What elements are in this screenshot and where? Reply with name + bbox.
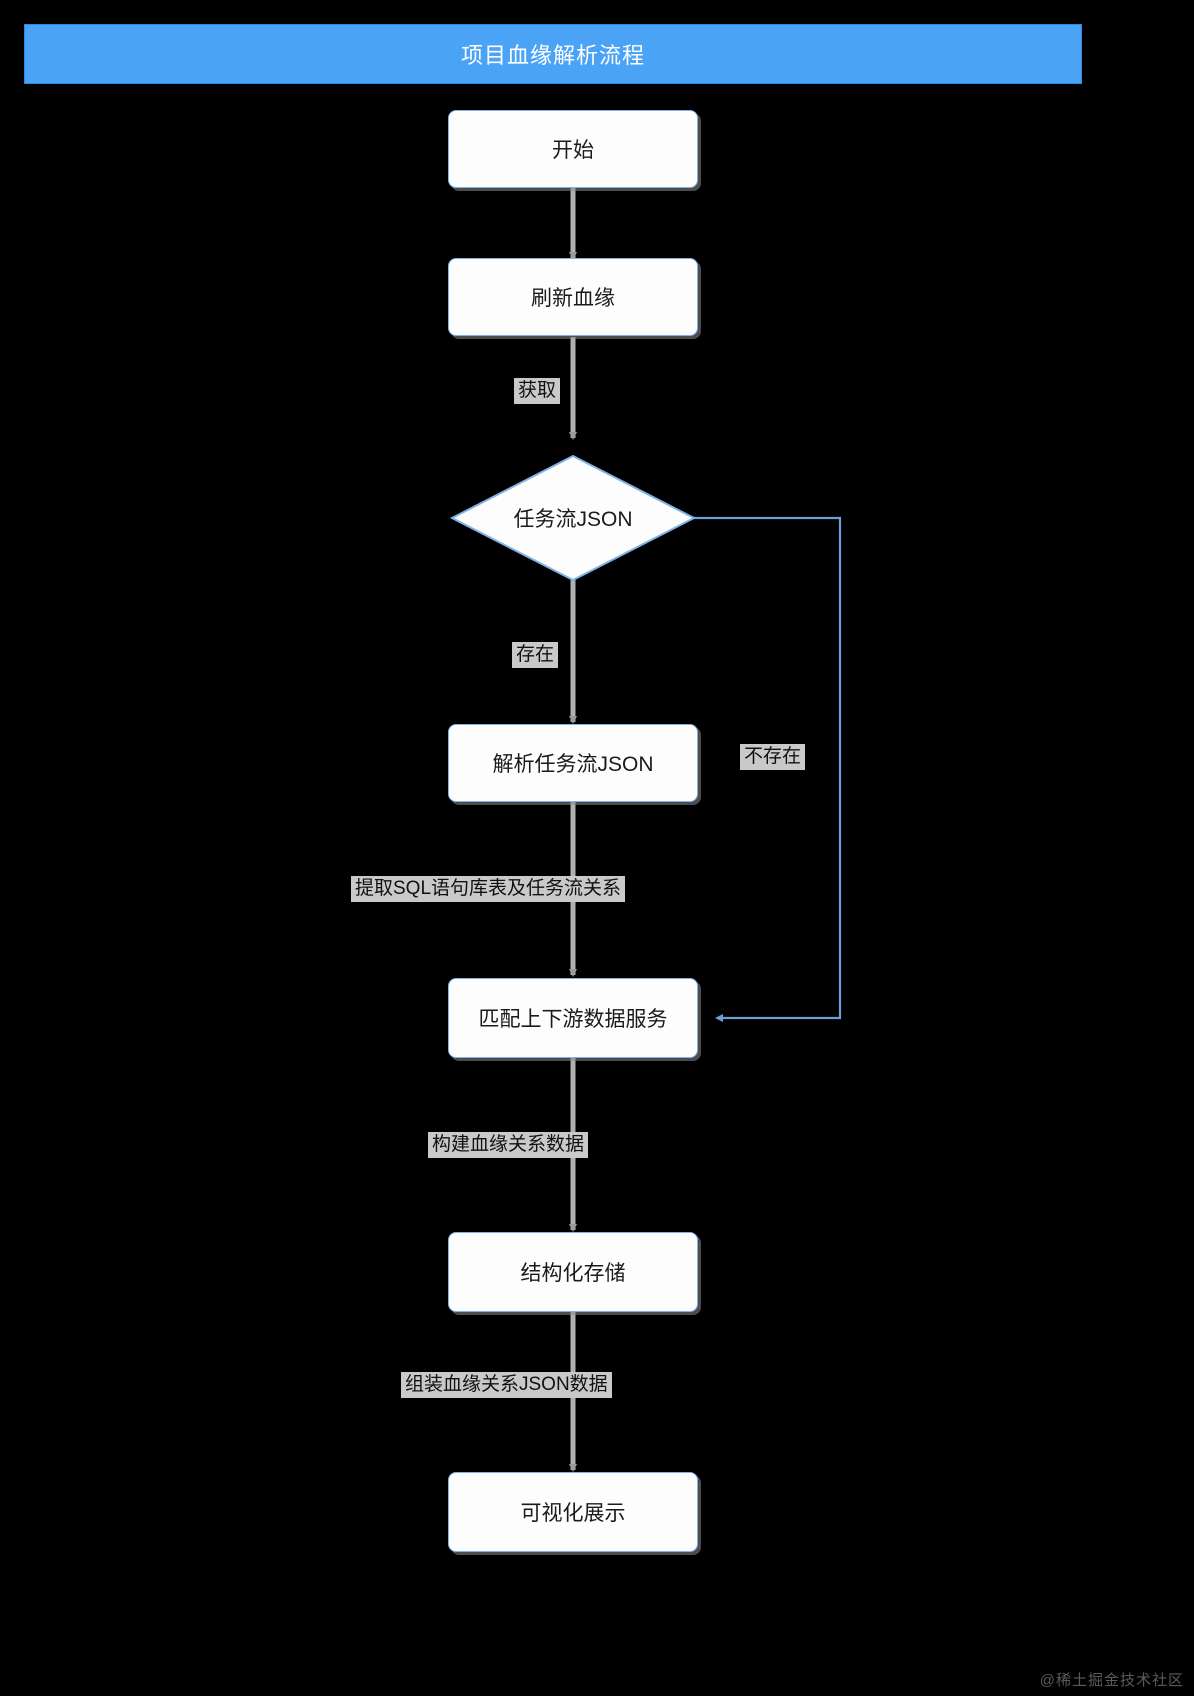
node-match-label: 匹配上下游数据服务 [478, 1008, 668, 1031]
node-start-label: 开始 [552, 139, 594, 162]
node-parse-label: 解析任务流JSON [492, 753, 654, 776]
edge-label-exists: 存在 [512, 642, 559, 668]
page-title: 项目血缘解析流程 [24, 24, 1082, 84]
edge-label-build-lineage: 构建血缘关系数据 [428, 1132, 589, 1158]
node-refresh-label: 刷新血缘 [531, 287, 615, 310]
node-match[interactable]: 匹配上下游数据服务 [448, 978, 698, 1058]
watermark: @稀土掘金技术社区 [1039, 1672, 1184, 1689]
edge-taskjson-match-branch [634, 516, 842, 1022]
edge-label-fetch: 获取 [514, 378, 561, 404]
node-taskjson-label: 任务流JSON [513, 508, 633, 531]
node-refresh[interactable]: 刷新血缘 [448, 258, 698, 336]
edge-label-assemble-json: 组装血缘关系JSON数据 [401, 1372, 612, 1398]
node-visual[interactable]: 可视化展示 [448, 1472, 698, 1552]
node-visual-label: 可视化展示 [520, 1502, 626, 1525]
node-taskjson[interactable]: 任务流JSON [448, 452, 698, 584]
diamond-shape [449, 454, 697, 582]
node-parse[interactable]: 解析任务流JSON [448, 724, 698, 802]
edge-label-extract-sql: 提取SQL语句库表及任务流关系 [351, 876, 626, 902]
node-store-label: 结构化存储 [520, 1262, 626, 1285]
page-title-text: 项目血缘解析流程 [460, 43, 645, 68]
node-start[interactable]: 开始 [448, 110, 698, 188]
edge-label-not-exists: 不存在 [740, 744, 806, 770]
node-store[interactable]: 结构化存储 [448, 1232, 698, 1312]
